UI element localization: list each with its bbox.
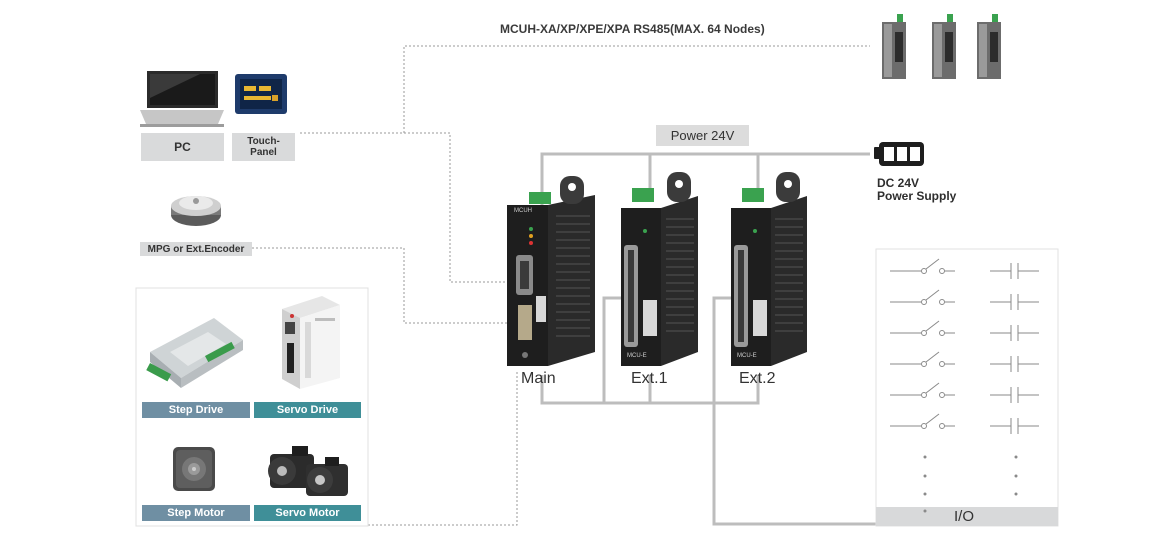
- ext1-io-line: [602, 296, 626, 403]
- contact-symbol: [990, 325, 1039, 341]
- mpg-label: MPG or Ext.Encoder: [140, 242, 252, 256]
- contact-symbol: [990, 356, 1039, 372]
- contact-symbol: [990, 294, 1039, 310]
- pc-label: PC: [141, 133, 224, 161]
- comm-lines: [252, 45, 870, 526]
- ext1-module-icon: [621, 172, 698, 366]
- mpg-to-main-line: [252, 247, 510, 324]
- step-motor-label: Step Motor: [142, 505, 250, 521]
- contact-symbol: [990, 418, 1039, 434]
- switch-symbol: [890, 320, 955, 336]
- switch-symbol: [890, 382, 955, 398]
- switch-symbol: [890, 258, 955, 274]
- remote-node-icon: [977, 14, 1001, 79]
- servo-drive-icon: [282, 296, 340, 389]
- contact-symbol: [990, 387, 1039, 403]
- ext2-io-line: [712, 296, 876, 526]
- io-label: I/O: [954, 508, 975, 525]
- io-panel: [875, 248, 1059, 527]
- step-motor-icon: [173, 447, 215, 491]
- servo-motor-label: Servo Motor: [254, 505, 361, 521]
- switch-column: [890, 258, 955, 429]
- ext1-module-label: Ext.1: [631, 370, 668, 387]
- main-module-label: Main: [521, 370, 556, 387]
- switch-symbol: [890, 413, 955, 429]
- contact-symbol: [990, 263, 1039, 279]
- main-module-badge: MCUH: [514, 208, 532, 214]
- ext2-module-label: Ext.2: [739, 370, 776, 387]
- rs485-bus-line: [300, 45, 870, 134]
- power-supply-label: DC 24V Power Supply: [877, 177, 956, 203]
- power-24v-label: Power 24V: [656, 125, 749, 146]
- power-supply-line2: Power Supply: [877, 189, 957, 203]
- drive-to-main-line: [368, 370, 518, 526]
- battery-icon: [874, 142, 924, 166]
- ext2-module-badge: MCU-E: [737, 353, 757, 359]
- step-drive-icon: [146, 318, 243, 388]
- rs485-bus-label: MCUH-XA/XP/XPE/XPA RS485(MAX. 64 Nodes): [500, 22, 765, 36]
- touch-panel-line2: Panel: [250, 147, 277, 158]
- remote-node-icon: [882, 14, 906, 79]
- ext2-module-icon: [731, 172, 807, 366]
- mpg-encoder-icon: [171, 196, 221, 226]
- io-label-bar: [876, 507, 1058, 526]
- contact-column: [990, 263, 1039, 434]
- servo-motor-icon: [268, 446, 348, 496]
- remote-node-icon: [932, 14, 956, 79]
- touch-panel-label: Touch- Panel: [232, 133, 295, 161]
- pc-to-main-line: [300, 132, 510, 283]
- switch-symbol: [890, 351, 955, 367]
- switch-symbol: [890, 289, 955, 305]
- io-more-dots: [923, 455, 1018, 513]
- power-supply-line1: DC 24V: [877, 176, 920, 190]
- step-drive-label: Step Drive: [142, 402, 250, 418]
- ext1-module-badge: MCU-E: [627, 353, 647, 359]
- laptop-icon: [140, 71, 224, 127]
- touch-panel-icon: [235, 74, 287, 114]
- touch-panel-line1: Touch-: [247, 136, 280, 147]
- main-module-icon: [507, 176, 595, 366]
- servo-drive-label: Servo Drive: [254, 402, 361, 418]
